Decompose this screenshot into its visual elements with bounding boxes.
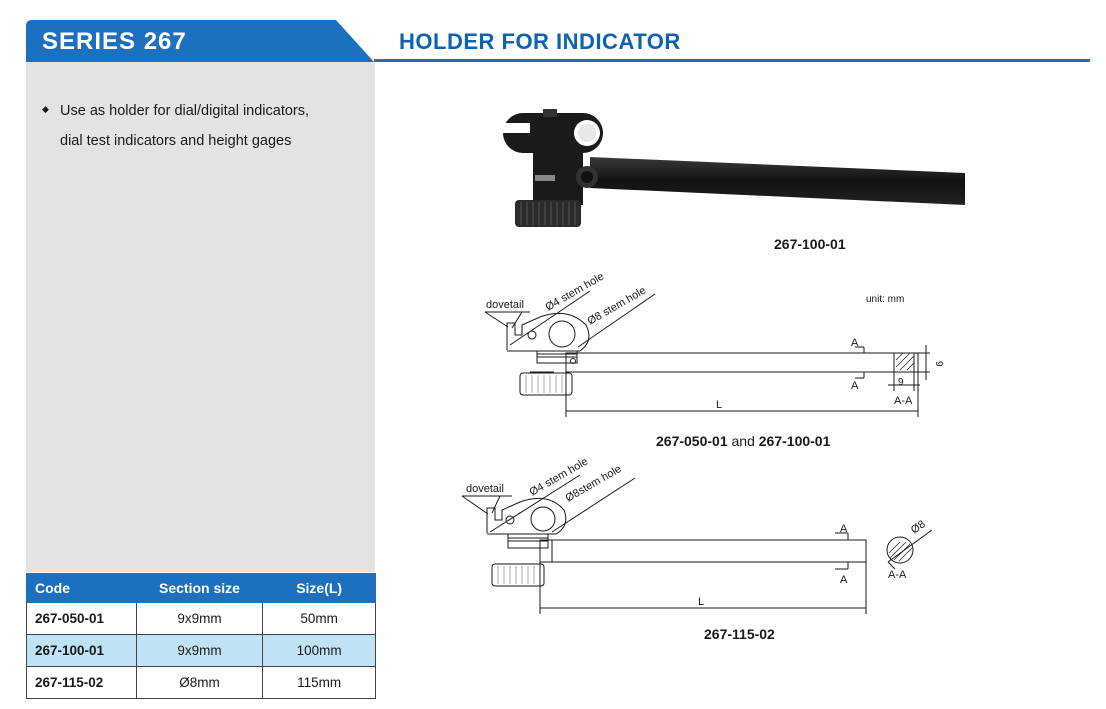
unit-label: unit: mm	[866, 294, 904, 305]
cell-section: 9x9mm	[135, 634, 264, 667]
drawing-square-holder: unit: mm dovetail Ø4 stem hole Ø8 stem h…	[484, 270, 944, 417]
cell-code: 267-050-01	[26, 602, 137, 635]
product-photo	[500, 109, 965, 227]
section-aa-label: A-A	[894, 395, 913, 407]
stem8-label: Ø8 stem hole	[586, 284, 649, 327]
product-title: HOLDER FOR INDICATOR	[399, 29, 681, 54]
diameter-label: Ø8	[909, 518, 928, 536]
series-tab	[26, 20, 374, 62]
stem4-label: Ø4 stem hole	[544, 270, 607, 313]
spec-table: Code Section size Size(L) 267-050-01 9x9…	[26, 573, 376, 699]
section-marker-top: A	[840, 523, 848, 535]
series-title: SERIES 267	[42, 28, 187, 55]
dovetail-label: dovetail	[486, 299, 524, 311]
photo-caption: 267-100-01	[774, 236, 846, 252]
bullet-icon: ◆	[42, 104, 49, 114]
section-marker-bottom: A	[840, 574, 848, 586]
table-header-row: Code Section size Size(L)	[26, 573, 376, 603]
dovetail-label: dovetail	[466, 483, 504, 495]
section-marker-bottom: A	[851, 380, 859, 392]
cell-section: Ø8mm	[135, 666, 264, 699]
length-label: L	[716, 399, 722, 411]
table-row: 267-100-01 9x9mm 100mm	[26, 634, 376, 667]
drawing2-caption: 267-115-02	[704, 626, 775, 642]
dim-height: 9	[933, 361, 944, 367]
header-rule	[374, 59, 1090, 62]
cell-size: 115mm	[262, 666, 376, 699]
table-row: 267-050-01 9x9mm 50mm	[26, 602, 376, 635]
caption-and: and	[731, 433, 755, 449]
length-label: L	[698, 596, 704, 608]
col-header-size: Size(L)	[262, 573, 376, 603]
section-marker-top: A	[851, 337, 859, 349]
dim-width: 9	[898, 377, 904, 388]
feature-line-1: Use as holder for dial/digital indicator…	[60, 103, 310, 119]
table-row: 267-115-02 Ø8mm 115mm	[26, 666, 376, 699]
cell-section: 9x9mm	[135, 602, 264, 635]
cell-size: 100mm	[262, 634, 376, 667]
feature-line-2: dial test indicators and height gages	[60, 133, 292, 149]
cell-code: 267-115-02	[26, 666, 137, 699]
caption-code-a: 267-050-01	[656, 433, 728, 449]
drawing-round-holder: dovetail Ø4 stem hole Ø8stem hole A A A-…	[461, 455, 933, 614]
feature-panel	[26, 62, 375, 572]
col-header-section: Section size	[135, 573, 264, 603]
col-header-code: Code	[26, 573, 137, 603]
cell-code: 267-100-01	[26, 634, 137, 667]
caption-code-b: 267-100-01	[758, 433, 831, 449]
cell-size: 50mm	[262, 602, 376, 635]
drawing1-caption: 267-050-01 and 267-100-01	[656, 433, 830, 449]
section-aa-label: A-A	[888, 569, 907, 581]
